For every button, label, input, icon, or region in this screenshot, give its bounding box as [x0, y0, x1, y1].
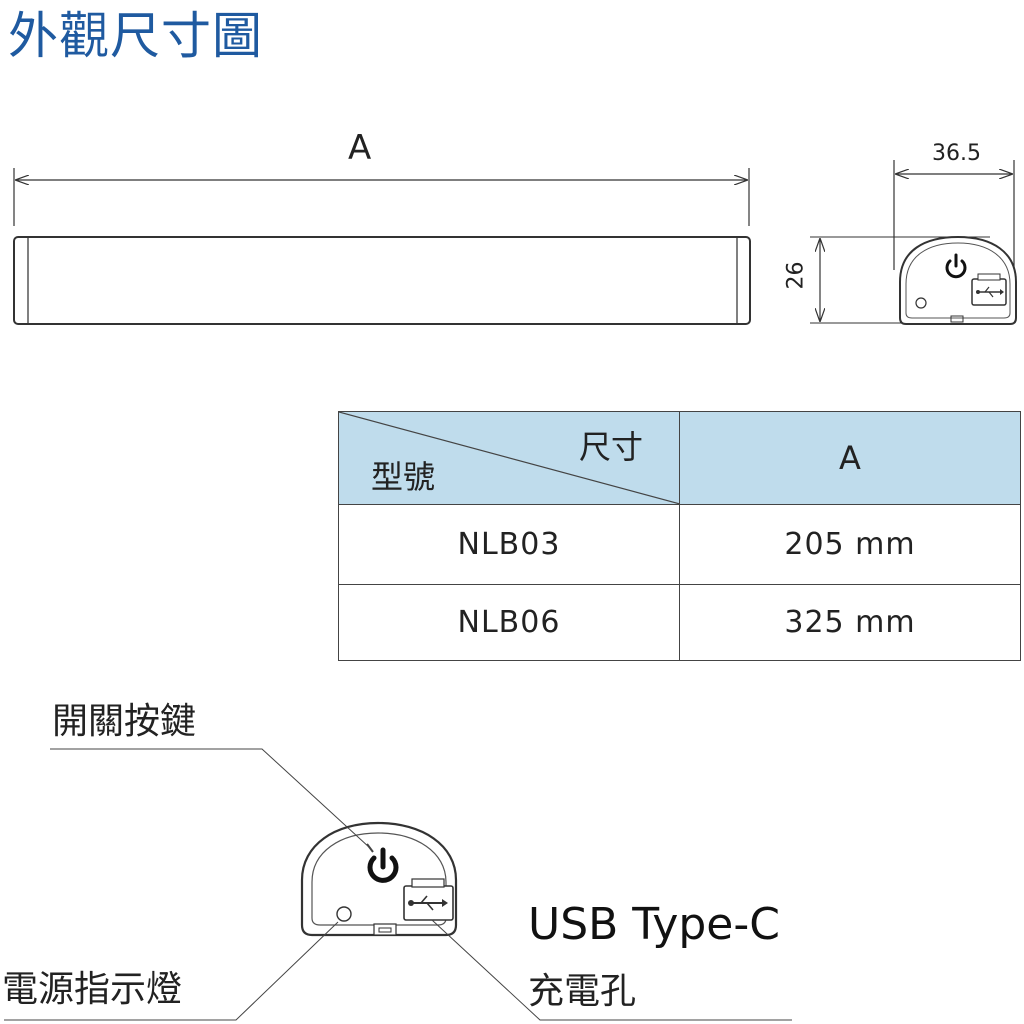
callout-power-indicator: 電源指示燈	[2, 969, 183, 1010]
corner-model-label: 型號	[371, 458, 436, 496]
corner-size-label: 尺寸	[578, 428, 643, 466]
table-header-row: 尺寸 型號 A	[338, 411, 1021, 505]
usb-icon	[403, 878, 454, 921]
callout-power-button: 開關按鍵	[52, 701, 197, 742]
length-cell: 325 mm	[679, 584, 1021, 661]
model-cell: NLB03	[338, 504, 680, 585]
depth-dimension	[893, 160, 1015, 270]
table-row: NLB03 205 mm	[338, 504, 1021, 585]
callout-usb-type: USB Type-C	[528, 899, 780, 950]
page-title: 外觀尺寸圖	[8, 7, 263, 65]
column-header-a: A	[679, 411, 1021, 505]
usb-icon	[971, 273, 1007, 306]
length-dimension-label: A	[348, 128, 372, 168]
table-row: NLB06 325 mm	[338, 584, 1021, 661]
length-dimension	[13, 168, 750, 226]
model-cell: NLB06	[338, 584, 680, 661]
callout-leaders	[4, 748, 792, 1021]
side-view-bar	[13, 236, 751, 325]
length-cell: 205 mm	[679, 504, 1021, 585]
power-icon	[367, 847, 399, 883]
size-table: 尺寸 型號 A NLB03 205 mm NLB06 325 mm	[338, 411, 1021, 661]
depth-dimension-label: 36.5	[932, 141, 981, 166]
height-dimension-label: 26	[783, 261, 809, 290]
power-icon	[945, 253, 967, 279]
corner-diagonal	[339, 412, 680, 504]
callout-charging-port: 充電孔	[528, 971, 637, 1012]
table-corner-cell: 尺寸 型號	[338, 411, 680, 505]
